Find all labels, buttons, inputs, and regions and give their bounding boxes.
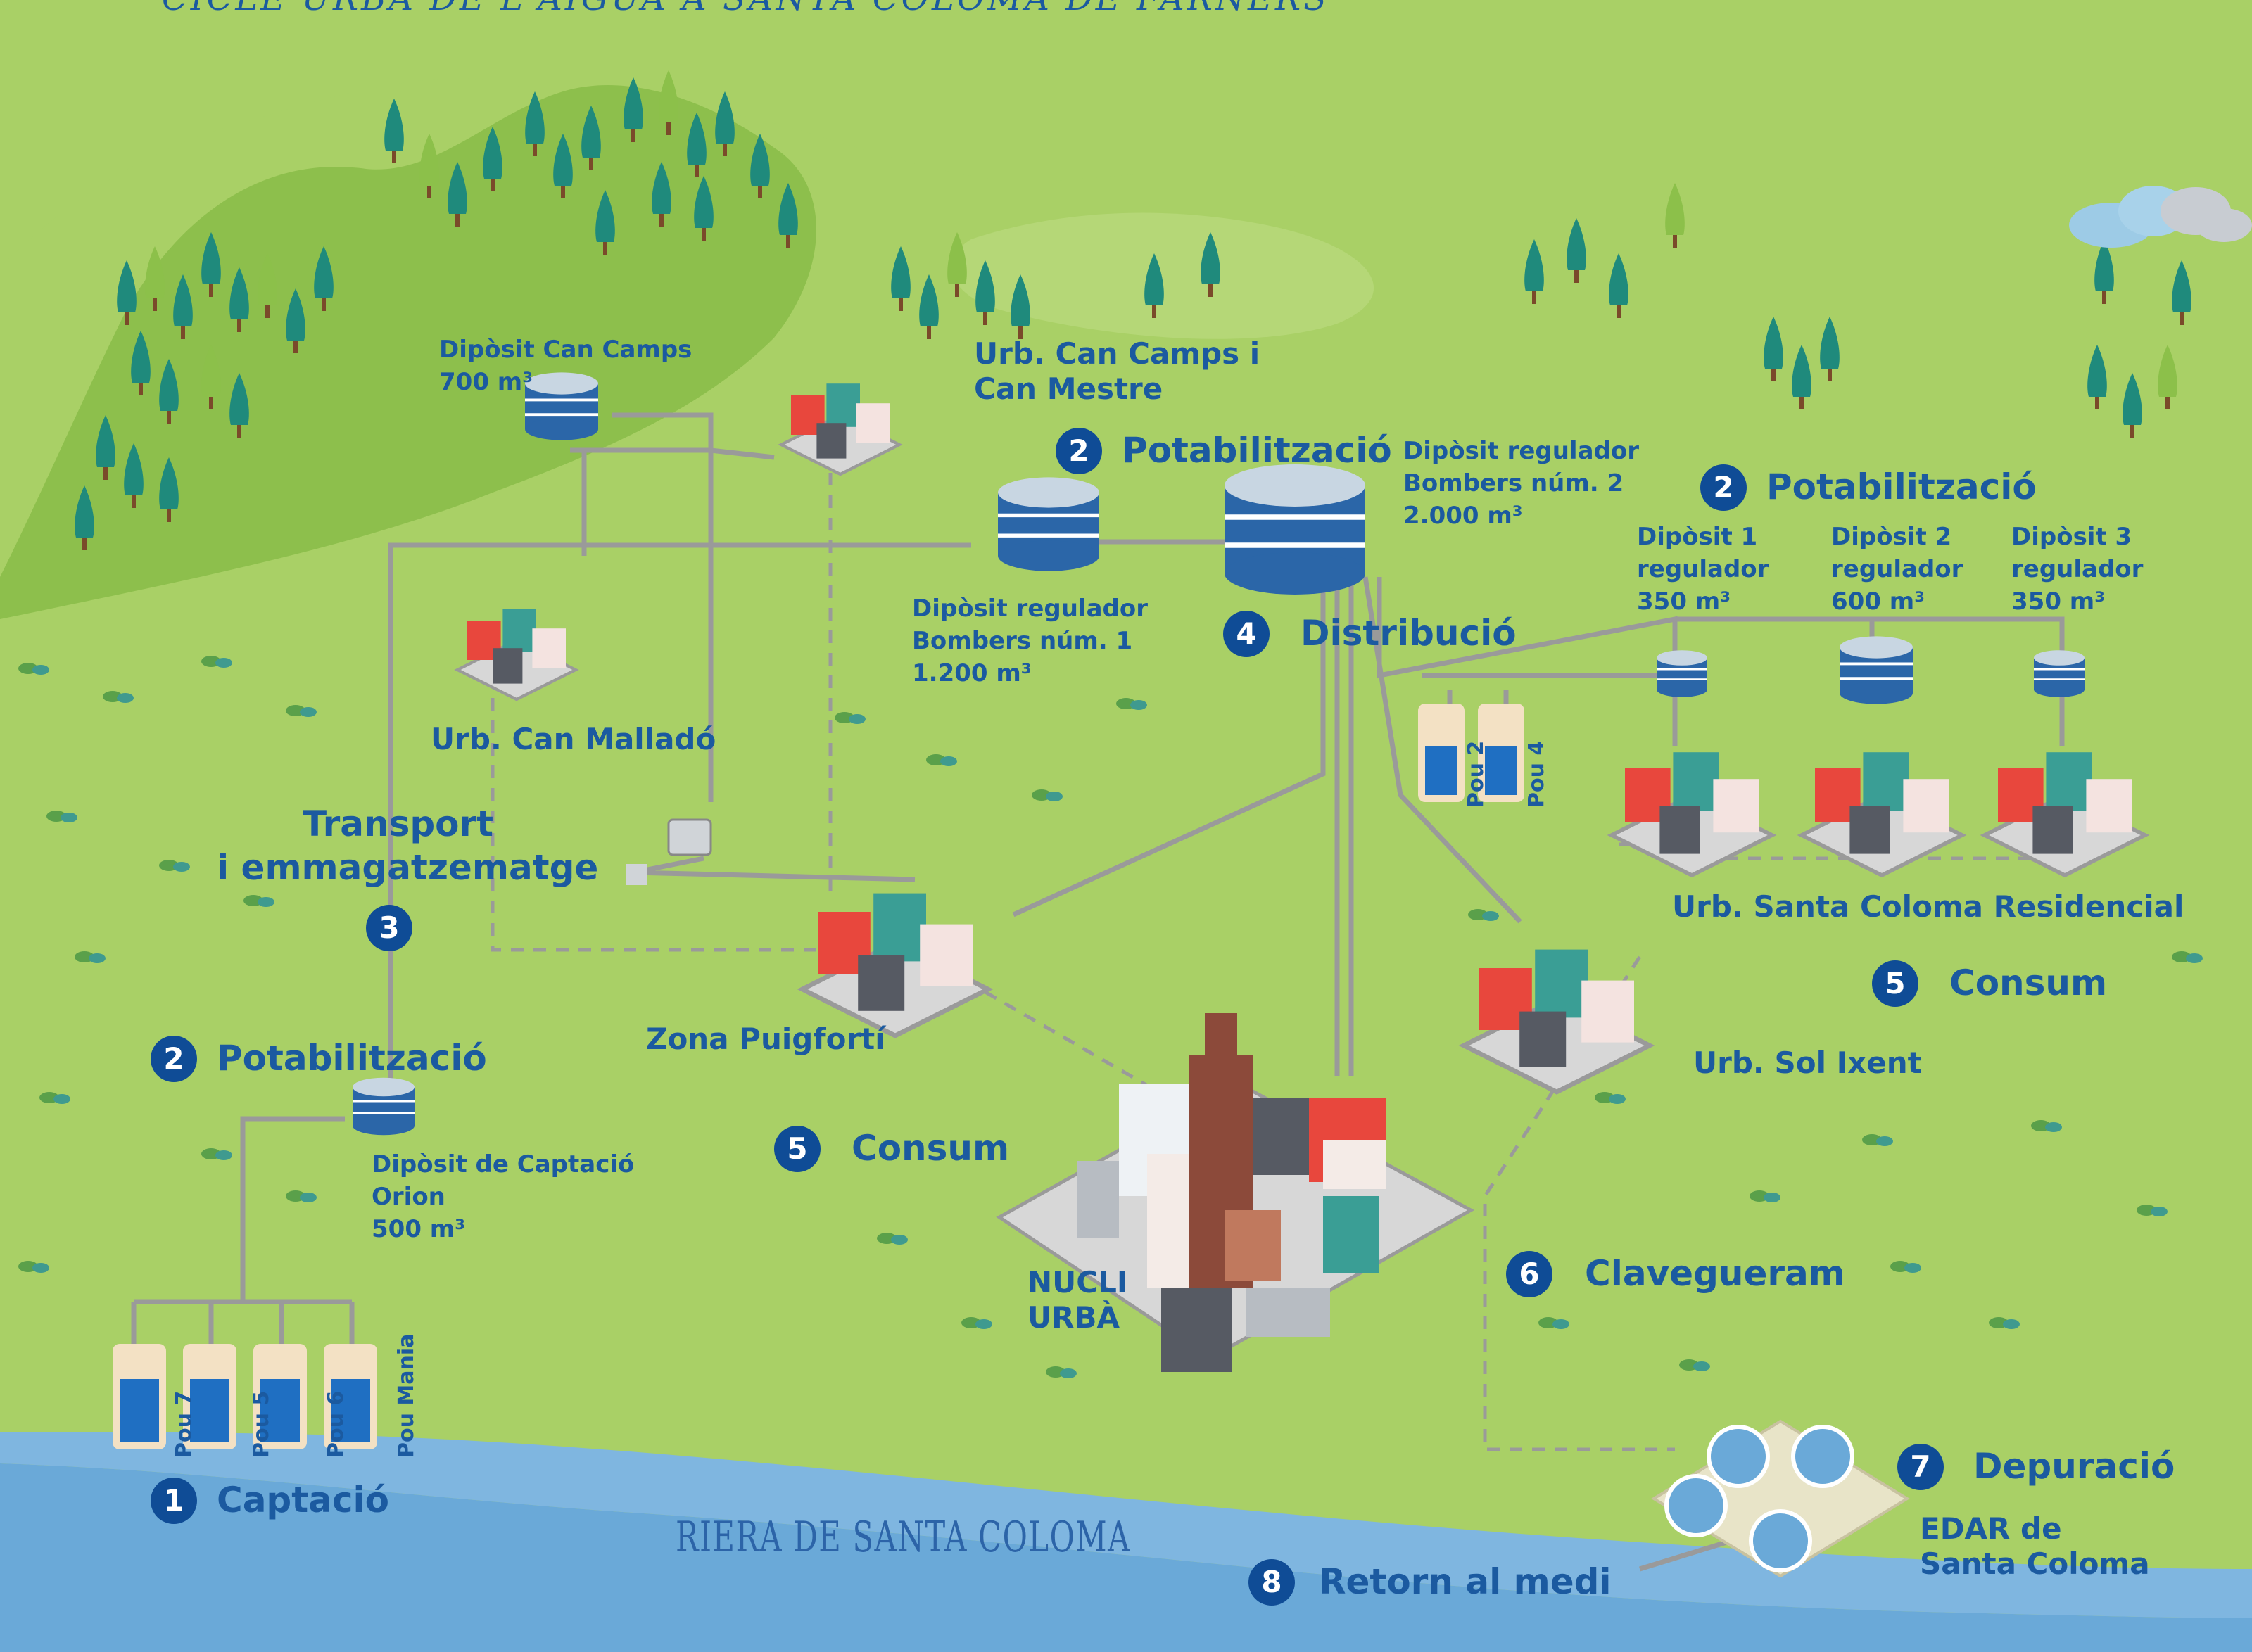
tank-reg2-volume: 600 m³ — [1831, 587, 1925, 616]
tank-orion-volume: 500 m³ — [372, 1215, 466, 1243]
tank-bombers-1 — [998, 477, 1099, 571]
stage-label-potabilitzacio-right: Potabilització — [1766, 466, 2037, 507]
tank-bombers1-line2: Bombers núm. 1 — [912, 627, 1133, 655]
stage-badge-4: 4 — [1223, 611, 1270, 657]
tank-bombers-2 — [1225, 464, 1365, 595]
stage-badge-3: 3 — [366, 905, 412, 951]
tank-reg3-volume: 350 m³ — [2011, 587, 2106, 616]
stage-badge-5-center: 5 — [774, 1126, 821, 1172]
tank-reg1-volume: 350 m³ — [1637, 587, 1731, 616]
tank-bombers1-line1: Dipòsit regulador — [912, 595, 1148, 623]
page-title: CICLE URBÀ DE L'AIGUA A SANTA COLOMA DE … — [162, 0, 1329, 18]
stage-label-clavegueram: Clavegueram — [1585, 1253, 1845, 1294]
place-edar-line2: Santa Coloma — [1920, 1546, 2150, 1581]
well-label-pou4: Pou 4 — [1524, 740, 1549, 808]
well-label-pou6: Pou 6 — [324, 1390, 348, 1458]
tank-reg1-line1: Dipòsit 1 — [1637, 523, 1758, 551]
place-can-mallado: Urb. Can Malladó — [431, 722, 716, 756]
tank-bombers1-volume: 1.200 m³ — [912, 659, 1032, 687]
place-nucli-line1: NUCLI — [1027, 1265, 1128, 1300]
stage-label-potabilitzacio-center: Potabilització — [1122, 430, 1392, 471]
stage-label-depuracio: Depuració — [1973, 1446, 2175, 1487]
place-nucli-line2: URBÀ — [1027, 1300, 1120, 1335]
well-label-pou5: Pou 5 — [249, 1390, 274, 1458]
pump-station — [626, 818, 712, 885]
tank-reg3-line1: Dipòsit 3 — [2011, 523, 2132, 551]
stage-badge-6: 6 — [1506, 1251, 1552, 1297]
clouds — [2069, 186, 2252, 248]
stage-label-transport-1: Transport — [303, 803, 494, 844]
tank-reg1-line2: regulador — [1637, 555, 1769, 583]
place-puigforti: Zona Puigfortí — [646, 1022, 885, 1056]
tank-orion — [351, 1076, 416, 1136]
wells-left — [113, 1344, 377, 1449]
place-sc-residencial: Urb. Santa Coloma Residencial — [1672, 889, 2184, 924]
stage-label-potabilitzacio-left: Potabilització — [217, 1038, 487, 1079]
river-label: RIERA DE SANTA COLOMA — [676, 1513, 1131, 1562]
tank-bombers2-volume: 2.000 m³ — [1403, 502, 1523, 530]
stage-badge-2-right: 2 — [1700, 464, 1747, 511]
stage-badge-8: 8 — [1248, 1559, 1295, 1606]
stage-badge-1: 1 — [151, 1478, 197, 1524]
stage-badge-2-center: 2 — [1056, 428, 1102, 474]
place-can-camps-line1: Urb. Can Camps i — [974, 336, 1260, 371]
stage-label-consum-right: Consum — [1949, 962, 2108, 1003]
place-sol-ixent: Urb. Sol Ixent — [1693, 1046, 1922, 1080]
tank-bombers2-line1: Dipòsit regulador — [1403, 437, 1639, 465]
stage-label-transport-2: i emmagatzematge — [217, 847, 599, 888]
tank-reg3-line2: regulador — [2011, 555, 2144, 583]
tank-bombers2-line2: Bombers núm. 2 — [1403, 469, 1624, 497]
tank-can-camps — [524, 371, 600, 442]
stage-badge-7: 7 — [1897, 1444, 1944, 1490]
tank-can-camps-volume: 700 m³ — [439, 368, 533, 396]
stage-label-distribucio: Distribució — [1301, 613, 1517, 654]
place-edar-line1: EDAR de — [1920, 1511, 2062, 1546]
edar-plant — [1651, 1419, 1910, 1578]
river — [0, 1463, 2252, 1652]
tank-can-camps-name: Dipòsit Can Camps — [439, 336, 692, 364]
tank-reg-2 — [1838, 635, 1914, 706]
tank-orion-line2: Orion — [372, 1183, 445, 1211]
nucli-urba — [996, 1013, 1475, 1372]
well-label-pou7: Pou 7 — [172, 1390, 196, 1458]
well-label-pou-mania: Pou Mania — [394, 1333, 419, 1458]
tank-reg-1 — [1655, 649, 1709, 699]
tank-reg2-line1: Dipòsit 2 — [1831, 523, 1952, 551]
stage-badge-2-left: 2 — [151, 1036, 197, 1082]
tank-reg2-line2: regulador — [1831, 555, 1963, 583]
stage-label-captacio: Captació — [217, 1480, 389, 1520]
wells-right — [1418, 704, 1524, 802]
well-label-pou2: Pou 2 — [1464, 740, 1488, 808]
tank-orion-line1: Dipòsit de Captació — [372, 1150, 635, 1178]
place-can-camps-line2: Can Mestre — [974, 371, 1163, 406]
stage-label-consum-center: Consum — [852, 1128, 1010, 1169]
stage-badge-5-right: 5 — [1872, 960, 1918, 1007]
tank-reg-3 — [2032, 649, 2086, 699]
stage-label-retorn: Retorn al medi — [1319, 1561, 1612, 1602]
